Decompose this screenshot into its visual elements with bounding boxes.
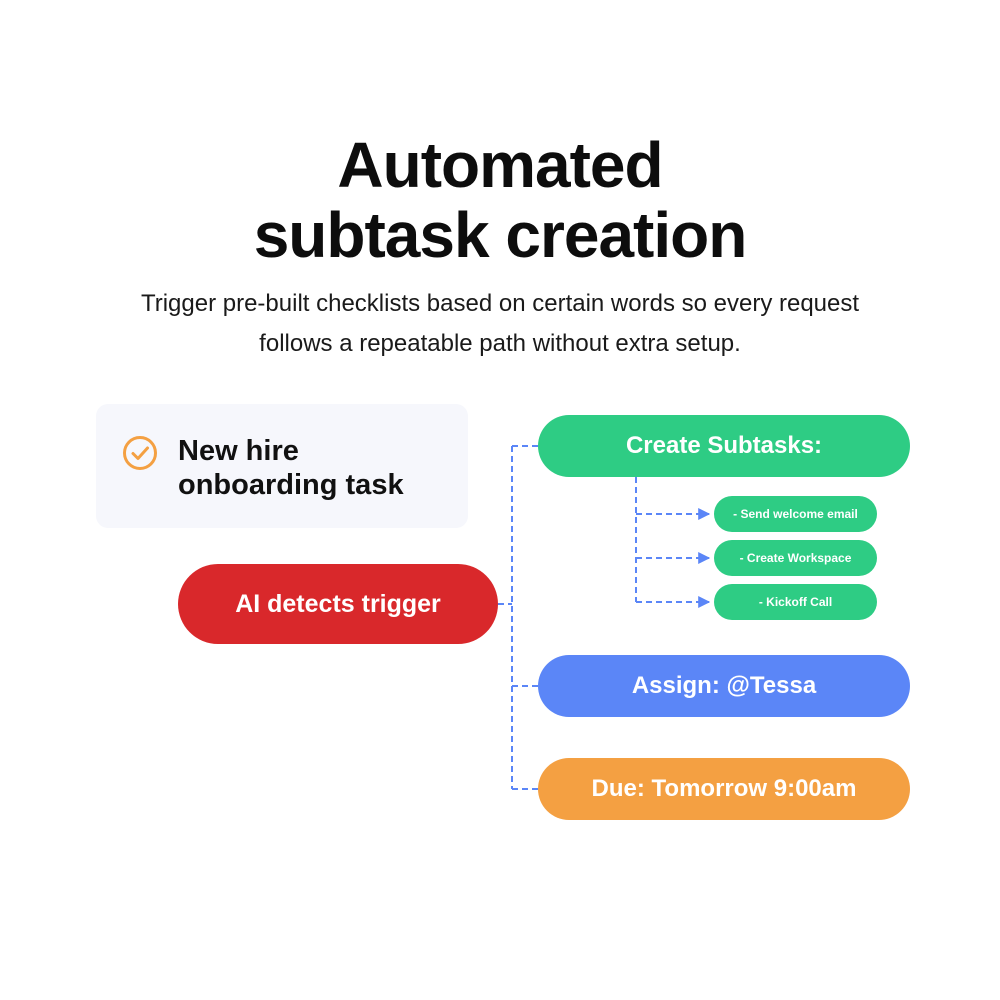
task-title-line-1: New hire (178, 435, 299, 467)
title-line-2: subtask creation (253, 199, 748, 271)
due-date-pill: Due: Tomorrow 9:00am (538, 758, 910, 820)
page-title: Automated subtask creation (0, 130, 1000, 270)
subtask-pill: - Send welcome email (714, 496, 877, 532)
create-subtasks-pill: Create Subtasks: (538, 415, 910, 477)
subtask-pill: - Kickoff Call (714, 584, 877, 620)
task-title-line-2: onboarding task (178, 469, 404, 501)
page-subtitle: Trigger pre-built checklists based on ce… (140, 290, 860, 357)
task-title: New hire onboarding task (178, 434, 458, 502)
title-line-1: Automated (337, 129, 663, 201)
subtask-pill: - Create Workspace (714, 540, 877, 576)
task-card: New hire onboarding task (96, 404, 468, 528)
assign-pill: Assign: @Tessa (538, 655, 910, 717)
trigger-pill: AI detects trigger (178, 564, 498, 644)
check-circle-icon (123, 436, 157, 470)
